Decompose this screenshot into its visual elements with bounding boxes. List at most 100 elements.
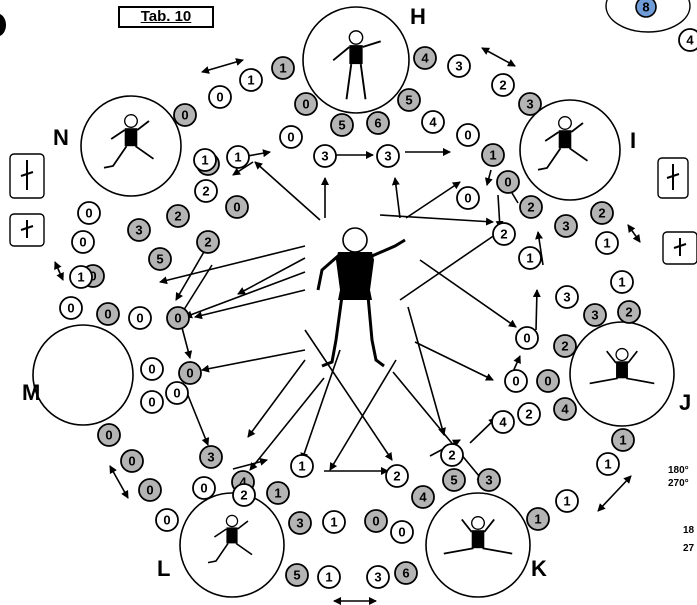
transition-arrow xyxy=(255,162,320,220)
score-node: 1 xyxy=(612,429,634,451)
position-circle xyxy=(33,325,133,425)
score-node: 0 xyxy=(97,303,119,325)
svg-text:0: 0 xyxy=(79,235,86,250)
svg-text:4: 4 xyxy=(421,51,429,66)
transition-arrow xyxy=(195,290,305,317)
transition-arrow xyxy=(380,215,493,222)
svg-text:1: 1 xyxy=(274,486,281,501)
svg-text:0: 0 xyxy=(67,301,74,316)
score-node: 1 xyxy=(272,57,294,79)
score-node: 1 xyxy=(323,511,345,533)
svg-text:1: 1 xyxy=(330,515,337,530)
svg-text:4: 4 xyxy=(419,490,427,505)
score-node: 3 xyxy=(367,566,389,588)
double-arrow xyxy=(482,48,515,66)
score-node: 3 xyxy=(314,145,336,167)
svg-text:2: 2 xyxy=(625,305,632,320)
score-node: 0 xyxy=(505,370,527,392)
svg-text:1: 1 xyxy=(325,570,332,585)
score-node: 2 xyxy=(554,335,576,357)
double-arrow xyxy=(598,476,631,511)
svg-text:0: 0 xyxy=(233,200,240,215)
score-node: 3 xyxy=(289,512,311,534)
svg-text:0: 0 xyxy=(146,483,153,498)
score-node: 4 xyxy=(554,398,576,420)
score-node: 3 xyxy=(478,469,500,491)
score-node: 1 xyxy=(597,453,619,475)
svg-text:3: 3 xyxy=(455,59,462,74)
score-node: 0 xyxy=(193,477,215,499)
svg-text:2: 2 xyxy=(527,200,534,215)
score-node: 2 xyxy=(195,180,217,202)
svg-text:3: 3 xyxy=(526,97,533,112)
score-node: 0 xyxy=(167,307,189,329)
double-arrow xyxy=(628,225,640,242)
transition-arrow xyxy=(400,228,505,300)
svg-text:5: 5 xyxy=(293,568,300,583)
svg-text:2: 2 xyxy=(448,448,455,463)
angle-label: 18 xyxy=(683,525,694,536)
svg-text:0: 0 xyxy=(544,374,551,389)
double-arrow xyxy=(202,60,243,72)
svg-text:0: 0 xyxy=(398,525,405,540)
score-node: 0 xyxy=(121,450,143,472)
score-node: 2 xyxy=(591,202,613,224)
angle-label: 270° xyxy=(668,478,689,489)
angle-label: 27 xyxy=(683,543,694,554)
corner-badge: 8 xyxy=(606,0,690,32)
svg-text:0: 0 xyxy=(148,362,155,377)
svg-text:0: 0 xyxy=(464,191,471,206)
angle-label: 180° xyxy=(668,465,689,476)
score-node: 1 xyxy=(519,247,541,269)
svg-text:4: 4 xyxy=(499,415,507,430)
svg-text:2: 2 xyxy=(561,339,568,354)
svg-text:3: 3 xyxy=(135,223,142,238)
svg-text:1: 1 xyxy=(247,73,254,88)
svg-text:0: 0 xyxy=(128,454,135,469)
position-circle xyxy=(180,493,284,597)
score-node: 1 xyxy=(527,508,549,530)
transition-arrow xyxy=(395,178,400,218)
svg-text:3: 3 xyxy=(485,473,492,488)
edge-fragment xyxy=(0,14,6,36)
score-node: 1 xyxy=(194,149,216,171)
score-node: 1 xyxy=(240,69,262,91)
score-node: 0 xyxy=(141,358,163,380)
transition-arrow xyxy=(420,260,516,327)
transition-arrow xyxy=(408,307,444,435)
svg-text:0: 0 xyxy=(216,90,223,105)
score-node: 0 xyxy=(179,362,201,384)
transition-arrow xyxy=(487,170,491,185)
svg-text:4: 4 xyxy=(429,115,437,130)
score-node: 3 xyxy=(555,215,577,237)
svg-text:2: 2 xyxy=(204,235,211,250)
score-node: 0 xyxy=(516,327,538,349)
score-node: 0 xyxy=(174,104,196,126)
score-node: 0 xyxy=(98,424,120,446)
transition-arrow xyxy=(233,460,267,469)
svg-text:3: 3 xyxy=(321,149,328,164)
score-node: 4 xyxy=(414,47,436,69)
transition-arrow xyxy=(302,350,340,460)
svg-text:3: 3 xyxy=(562,219,569,234)
svg-text:1: 1 xyxy=(201,153,208,168)
svg-text:2: 2 xyxy=(525,407,532,422)
position-circles xyxy=(33,7,674,597)
score-node: 2 xyxy=(618,301,640,323)
position-letter: H xyxy=(410,4,426,30)
svg-text:0: 0 xyxy=(186,366,193,381)
transition-arrow xyxy=(393,372,484,482)
score-node: 0 xyxy=(365,510,387,532)
score-node: 3 xyxy=(200,446,222,468)
score-node: 3 xyxy=(584,304,606,326)
score-node: 0 xyxy=(280,126,302,148)
svg-text:3: 3 xyxy=(296,516,303,531)
svg-text:3: 3 xyxy=(207,450,214,465)
svg-text:2: 2 xyxy=(499,78,506,93)
score-node: 4 xyxy=(492,411,514,433)
score-node: 0 xyxy=(139,479,161,501)
score-node: 1 xyxy=(70,266,92,288)
svg-text:0: 0 xyxy=(302,97,309,112)
svg-text:3: 3 xyxy=(374,570,381,585)
position-letter: I xyxy=(630,128,636,154)
